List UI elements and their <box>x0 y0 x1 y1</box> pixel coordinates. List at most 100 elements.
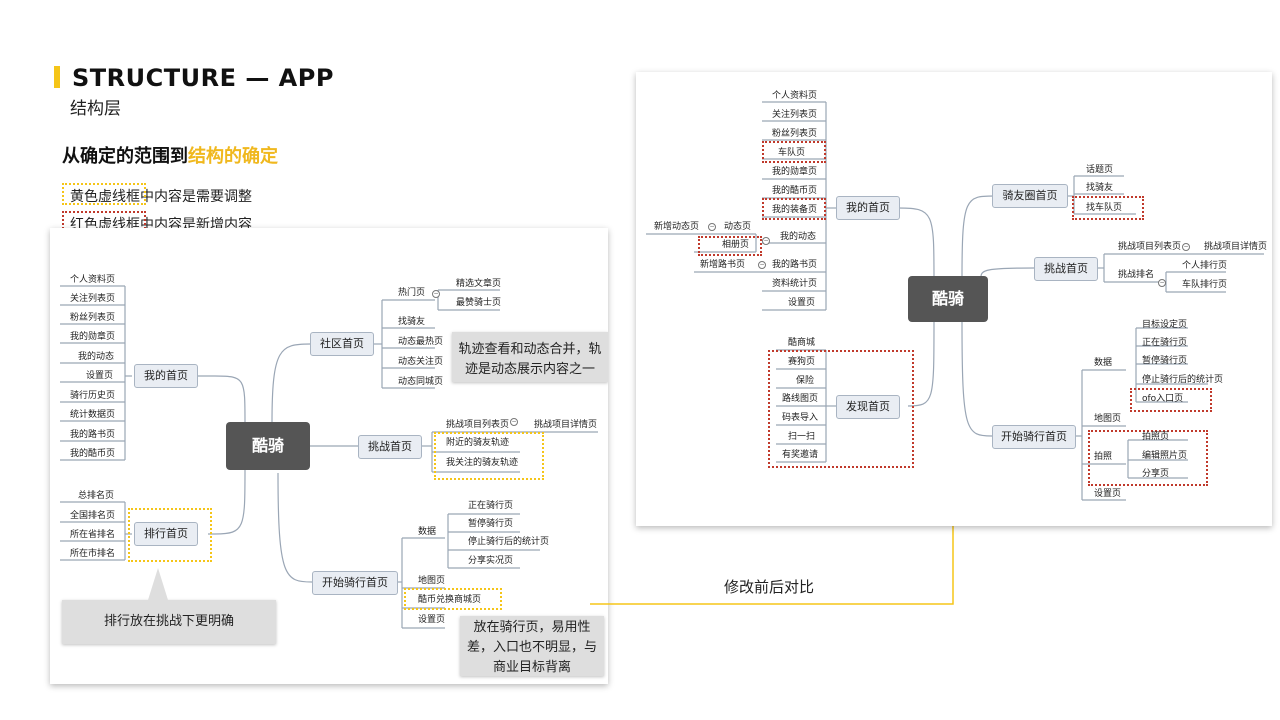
header-accent-bar <box>54 66 60 88</box>
left-home-item: 我的酷币页 <box>70 449 116 459</box>
legend-yellow-text: 黄色虚线框中内容是需要调整 <box>70 189 252 205</box>
left-ride-item: 酷币兑换商城页 <box>418 595 482 605</box>
right-friends-item: 找车队页 <box>1086 203 1123 213</box>
right-discover-item: 路线图页 <box>782 394 819 404</box>
legend-yellow-box <box>62 183 146 205</box>
collapse-icon[interactable]: − <box>1158 279 1166 287</box>
right-photo-highlight <box>1088 430 1208 486</box>
left-rank-item: 总排名页 <box>78 491 115 501</box>
right-home-item: 我的装备页 <box>772 205 818 215</box>
right-ride-settings: 设置页 <box>1094 489 1122 499</box>
before-mindmap-panel: 个人资料页 关注列表页 粉丝列表页 我的勋章页 我的动态 设置页 骑行历史页 统… <box>50 228 608 684</box>
right-home-item: 车队页 <box>778 148 806 158</box>
right-friends-item: 找骑友 <box>1086 183 1114 193</box>
right-ride-photo-item: 分享页 <box>1142 469 1170 479</box>
right-challenge-rank-item: 个人排行页 <box>1182 261 1228 271</box>
right-ride-map: 地图页 <box>1094 414 1122 424</box>
left-ride-node: 开始骑行首页 <box>312 571 398 595</box>
right-home-item: 我的勋章页 <box>772 167 818 177</box>
left-home-item: 关注列表页 <box>70 294 116 304</box>
callout-track: 轨迹查看和动态合并，轨迹是动态展示内容之一 <box>452 332 608 382</box>
left-rank-highlight <box>128 508 212 562</box>
left-root-node: 酷骑 <box>226 422 310 470</box>
right-challenge-list: 挑战项目列表页 <box>1118 242 1182 252</box>
left-home-item: 骑行历史页 <box>70 391 116 401</box>
headline: 从确定的范围到结构的确定 <box>62 142 278 168</box>
right-ride-photo-item: 编辑照片页 <box>1142 451 1188 461</box>
right-ride-data-item: 目标设定页 <box>1142 320 1188 330</box>
right-ride-data-item: 停止骑行后的统计页 <box>1142 375 1224 385</box>
page-title: STRUCTURE — APP <box>72 64 334 92</box>
callout-ride: 放在骑行页，易用性差，入口也不明显，与商业目标背离 <box>460 616 604 676</box>
left-home-item: 统计数据页 <box>70 410 116 420</box>
right-home-item: 我的动态 <box>780 232 817 242</box>
right-home-item: 资料统计页 <box>772 279 818 289</box>
headline-highlight: 结构的确定 <box>188 146 278 167</box>
legend-yellow: 黄色虚线框中内容是需要调整 <box>62 183 252 206</box>
left-community-hot-item: 最赞骑士页 <box>456 298 502 308</box>
right-gear-highlight <box>762 198 826 220</box>
right-root-node: 酷骑 <box>908 276 988 322</box>
collapse-icon[interactable]: − <box>762 237 770 245</box>
left-challenge-highlight <box>434 432 544 480</box>
callout-rank-pointer <box>148 568 168 600</box>
left-challenge-list: 挑战项目列表页 <box>446 420 510 430</box>
right-challenge-rank: 挑战排名 <box>1118 270 1155 280</box>
right-home-item: 我的酷币页 <box>772 186 818 196</box>
left-community-item: 动态最热页 <box>398 337 444 347</box>
left-home-item: 我的路书页 <box>70 430 116 440</box>
headline-prefix: 从确定的范围到 <box>62 146 188 167</box>
right-ride-data-item: 暂停骑行页 <box>1142 356 1188 366</box>
left-rank-item: 所在省排名 <box>70 530 116 540</box>
left-home-item: 粉丝列表页 <box>70 313 116 323</box>
left-ride-data-item: 分享实况页 <box>468 556 514 566</box>
right-discover-item: 有奖邀请 <box>782 450 819 460</box>
right-ofo-highlight <box>1130 388 1212 412</box>
left-ride-data-item: 暂停骑行页 <box>468 519 514 529</box>
left-connectors <box>60 285 598 629</box>
right-challenge-rank-item: 车队排行页 <box>1182 280 1228 290</box>
right-ride-photo: 拍照 <box>1094 452 1113 462</box>
right-friends-item: 话题页 <box>1086 165 1114 175</box>
right-home-item: 设置页 <box>788 298 816 308</box>
left-home-item: 我的勋章页 <box>70 332 116 342</box>
right-challenge-detail: 挑战项目详情页 <box>1204 242 1268 252</box>
page-subtitle: 结构层 <box>70 99 121 119</box>
left-challenge-item: 我关注的骑友轨迹 <box>446 458 519 468</box>
right-ride-data-item: ofo入口页 <box>1142 394 1184 404</box>
collapse-icon[interactable]: − <box>758 261 766 269</box>
collapse-icon[interactable]: − <box>432 290 440 298</box>
left-community-hot-item: 精选文章页 <box>456 279 502 289</box>
collapse-icon[interactable]: − <box>708 223 716 231</box>
right-dynamic-left: 相册页 <box>722 240 750 250</box>
after-mindmap-panel: 个人资料页 关注列表页 粉丝列表页 车队页 我的勋章页 我的酷币页 我的装备页 … <box>636 72 1272 526</box>
right-home-node: 我的首页 <box>836 196 900 220</box>
left-ride-data-item: 停止骑行后的统计页 <box>468 537 550 547</box>
right-discover-item: 赛狗页 <box>788 357 816 367</box>
left-ride-item: 地图页 <box>418 576 446 586</box>
left-home-node: 我的首页 <box>134 364 198 388</box>
right-home-item: 个人资料页 <box>772 91 818 101</box>
right-connectors <box>646 101 1264 501</box>
right-discover-item: 扫一扫 <box>788 432 816 442</box>
right-ride-photo-item: 拍照页 <box>1142 432 1170 442</box>
left-home-item: 我的动态 <box>78 352 115 362</box>
left-challenge-item: 附近的骑友轨迹 <box>446 438 510 448</box>
left-home-item: 设置页 <box>86 371 114 381</box>
right-discover-node: 发现首页 <box>836 395 900 419</box>
left-challenge-detail: 挑战项目详情页 <box>534 420 598 430</box>
right-album-highlight <box>698 236 762 256</box>
right-discover-highlight <box>768 350 914 468</box>
right-discover-item: 码表导入 <box>782 413 819 423</box>
left-community-node: 社区首页 <box>310 332 374 356</box>
right-challenge-node: 挑战首页 <box>1034 257 1098 281</box>
left-rank-node: 排行首页 <box>134 522 198 546</box>
right-ride-data: 数据 <box>1094 358 1113 368</box>
collapse-icon[interactable]: − <box>510 418 518 426</box>
compare-label: 修改前后对比 <box>724 578 815 596</box>
right-dynamic-sub: 动态页 <box>724 222 752 232</box>
collapse-icon[interactable]: − <box>1182 243 1190 251</box>
left-ride-item: 设置页 <box>418 615 446 625</box>
right-ride-node: 开始骑行首页 <box>992 425 1076 449</box>
right-team-highlight <box>762 141 826 163</box>
